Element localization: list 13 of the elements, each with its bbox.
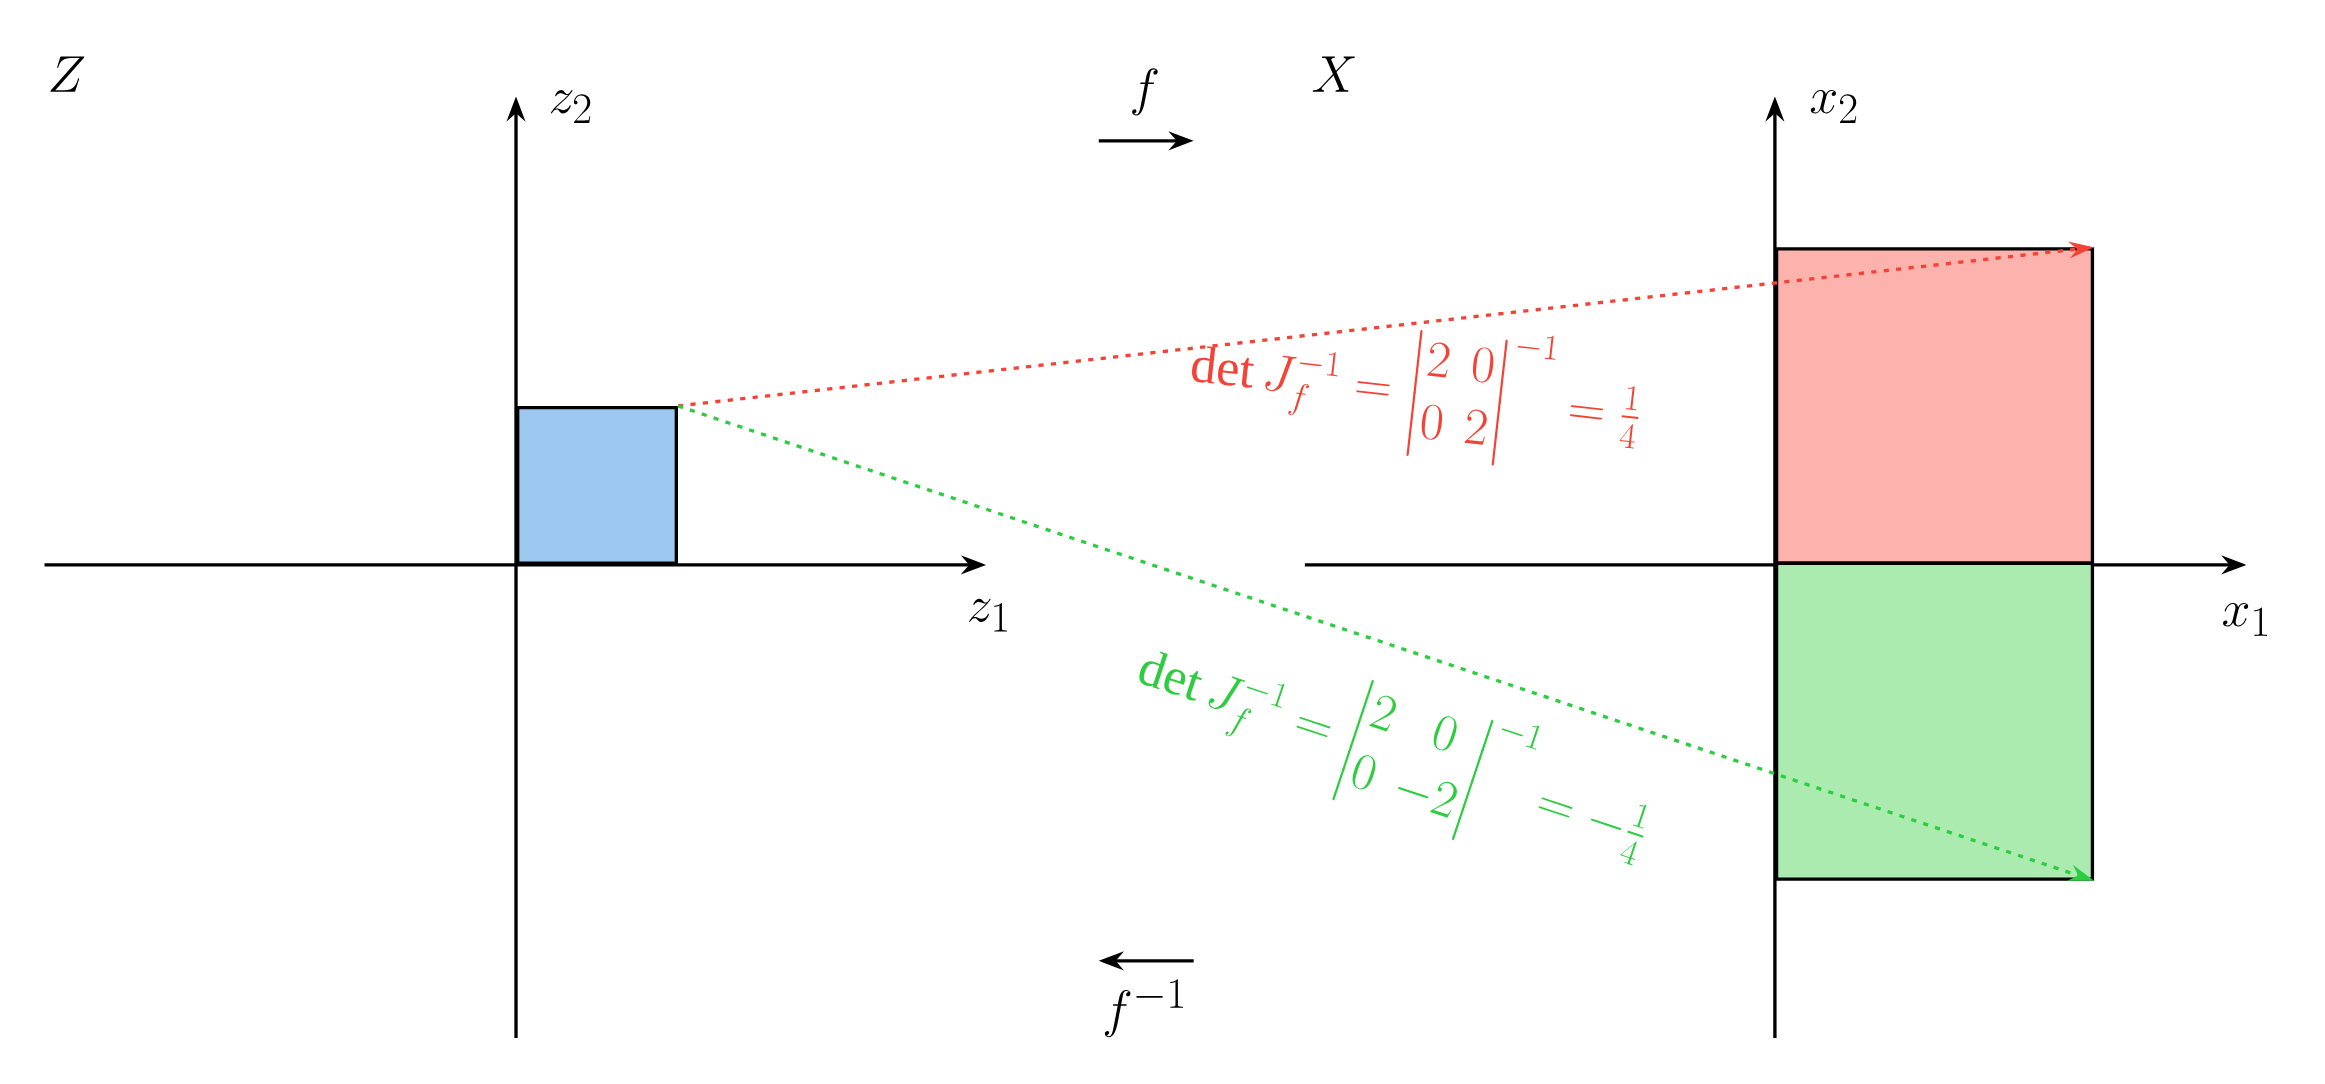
edge-label: $\det J_f^{-1} = \begin{vmatrix}2 & 0\\ 0 & 2\end{vmatrix}^{-1} = \frac{1}{4}$ [1192, 330, 1639, 466]
space-label: $X$ [1312, 56, 1355, 92]
map-label: $f$ [1132, 68, 1158, 116]
map-label: $f^{-1}$ [1104, 979, 1183, 1038]
shaded-region [516, 405, 678, 565]
axis-label: $z_1$ [969, 598, 1007, 632]
edge-label: $\det J_f^{-1} = \begin{vmatrix}2 & 0\\ 0 & -2\end{vmatrix}^{-1} = -\frac{1}{4}$ [1139, 651, 1647, 866]
axis-label: $x_2$ [1810, 90, 1857, 123]
shaded-region [1774, 247, 2095, 565]
space-label: $Z$ [50, 56, 85, 92]
shaded-region [1774, 561, 2095, 881]
axis-label: $x_1$ [2223, 603, 2268, 636]
axis-label: $z_2$ [550, 90, 591, 123]
